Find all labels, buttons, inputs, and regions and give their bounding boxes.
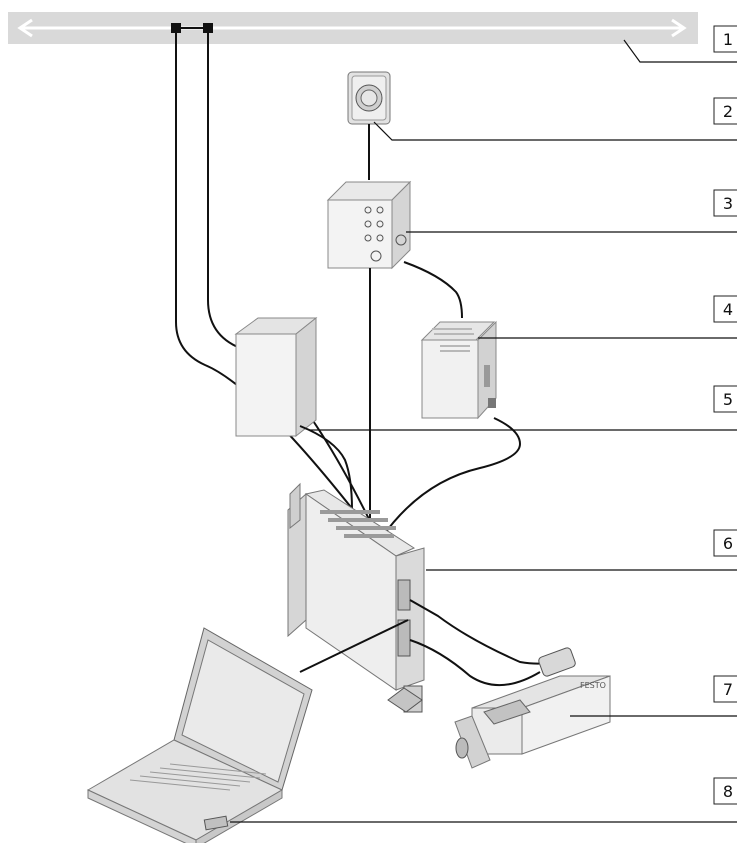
emergency-stop-device	[347, 71, 391, 180]
servo-drive-device	[287, 482, 557, 713]
callout-6: 6	[713, 529, 737, 557]
laptop-device	[86, 627, 313, 843]
filter-cabinet-device	[234, 316, 522, 541]
motor-brand-text: FESTO	[580, 681, 606, 690]
callout-2-number: 2	[723, 102, 733, 121]
safety-control-device	[326, 180, 463, 528]
callout-1-number: 1	[723, 30, 733, 49]
callout-4: 4	[713, 295, 737, 323]
leader-lines	[230, 39, 737, 823]
callout-1: 1	[713, 25, 737, 53]
bus-connector-left	[171, 23, 181, 33]
callout-5: 5	[713, 385, 737, 413]
callout-7: 7	[713, 675, 737, 703]
callout-7-number: 7	[723, 680, 733, 699]
bus-connector-right	[203, 23, 213, 33]
fieldbus-bar	[8, 12, 698, 44]
callout-8: 8	[713, 777, 737, 805]
callout-4-number: 4	[723, 300, 733, 319]
callout-8-number: 8	[723, 782, 733, 801]
callout-3-number: 3	[723, 194, 733, 213]
callout-5-number: 5	[723, 390, 733, 409]
servo-motor-device: FESTO	[454, 647, 611, 769]
callout-3: 3	[713, 189, 737, 217]
power-supply-device	[420, 320, 497, 420]
callout-6-number: 6	[723, 534, 733, 553]
callout-2: 2	[713, 97, 737, 125]
